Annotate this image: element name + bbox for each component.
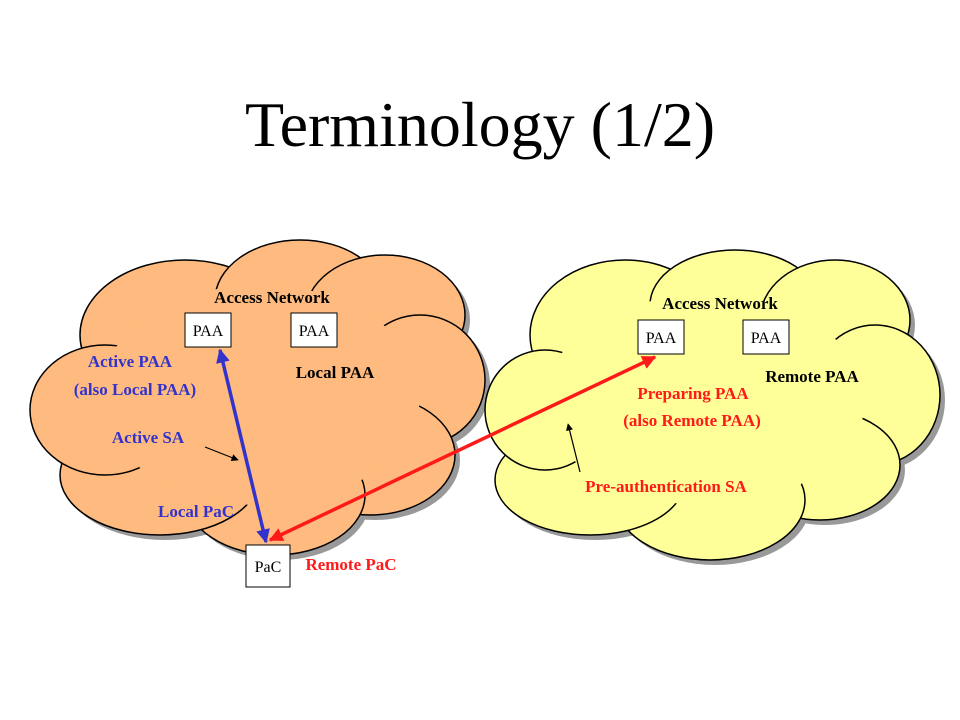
active-sa-label: Active SA <box>112 428 185 447</box>
remote-pac-label: Remote PaC <box>305 555 396 574</box>
local-pac-label: Local PaC <box>158 502 234 521</box>
right-paa-box-preparing-label: PAA <box>646 330 677 347</box>
right-paa-box-preparing <box>637 319 685 355</box>
preparing-paa-sublabel: (also Remote PAA) <box>623 411 761 430</box>
right-access-network-label: Access Network <box>662 294 778 313</box>
left-paa-box-local-label: PAA <box>299 323 330 340</box>
pac-box-label: PaC <box>255 559 282 576</box>
active-paa-label: Active PAA <box>88 352 173 371</box>
active-sa-line <box>216 348 270 544</box>
left-paa-box-local <box>290 312 338 348</box>
active-paa-sublabel: (also Local PAA) <box>74 380 196 399</box>
right-paa-box-remote <box>742 319 790 355</box>
pre-authentication-sa-label: Pre-authentication SA <box>585 477 747 496</box>
local-paa-label: Local PAA <box>296 363 375 382</box>
remote-paa-label: Remote PAA <box>765 367 859 386</box>
left-access-network-label: Access Network <box>214 288 330 307</box>
pac-box <box>245 544 291 588</box>
left-paa-box-active <box>184 312 232 348</box>
left-paa-box-active-label: PAA <box>193 323 224 340</box>
preparing-paa-label: Preparing PAA <box>637 384 749 403</box>
pre-authentication-sa-line <box>268 355 657 542</box>
slide-title: Terminology (1/2) <box>244 89 716 160</box>
right-paa-box-remote-label: PAA <box>751 330 782 347</box>
